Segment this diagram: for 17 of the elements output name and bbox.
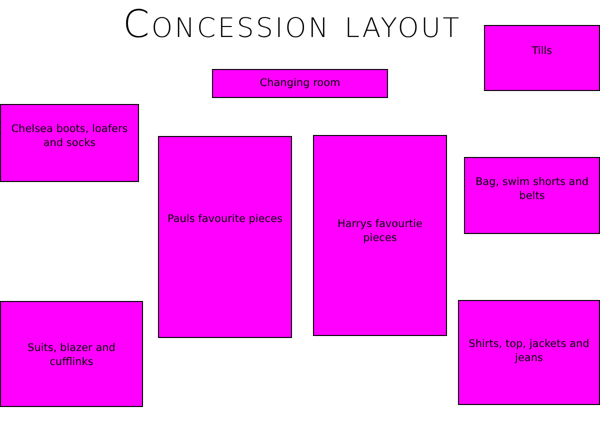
area-label: Shirts, top, jackets and jeans xyxy=(468,337,590,365)
area-box xyxy=(458,300,600,405)
area-box xyxy=(0,301,143,407)
area-label: Tills xyxy=(530,44,554,58)
area-box xyxy=(158,136,292,338)
area-label: Suits, blazer and cufflinks xyxy=(26,341,116,369)
area-label: Bag, swim shorts and belts xyxy=(474,175,590,203)
area-box xyxy=(464,157,600,234)
area-box xyxy=(313,135,447,336)
area-label: Harrys favourtie pieces xyxy=(336,217,424,245)
area-box xyxy=(212,69,388,98)
area-box xyxy=(0,104,139,182)
area-box xyxy=(484,25,600,91)
area-label: Chelsea boots, loafers and socks xyxy=(10,122,129,150)
title: Concession layout xyxy=(122,2,462,46)
area-label: Pauls favourite pieces xyxy=(166,212,284,226)
area-label: Changing room xyxy=(258,76,342,90)
